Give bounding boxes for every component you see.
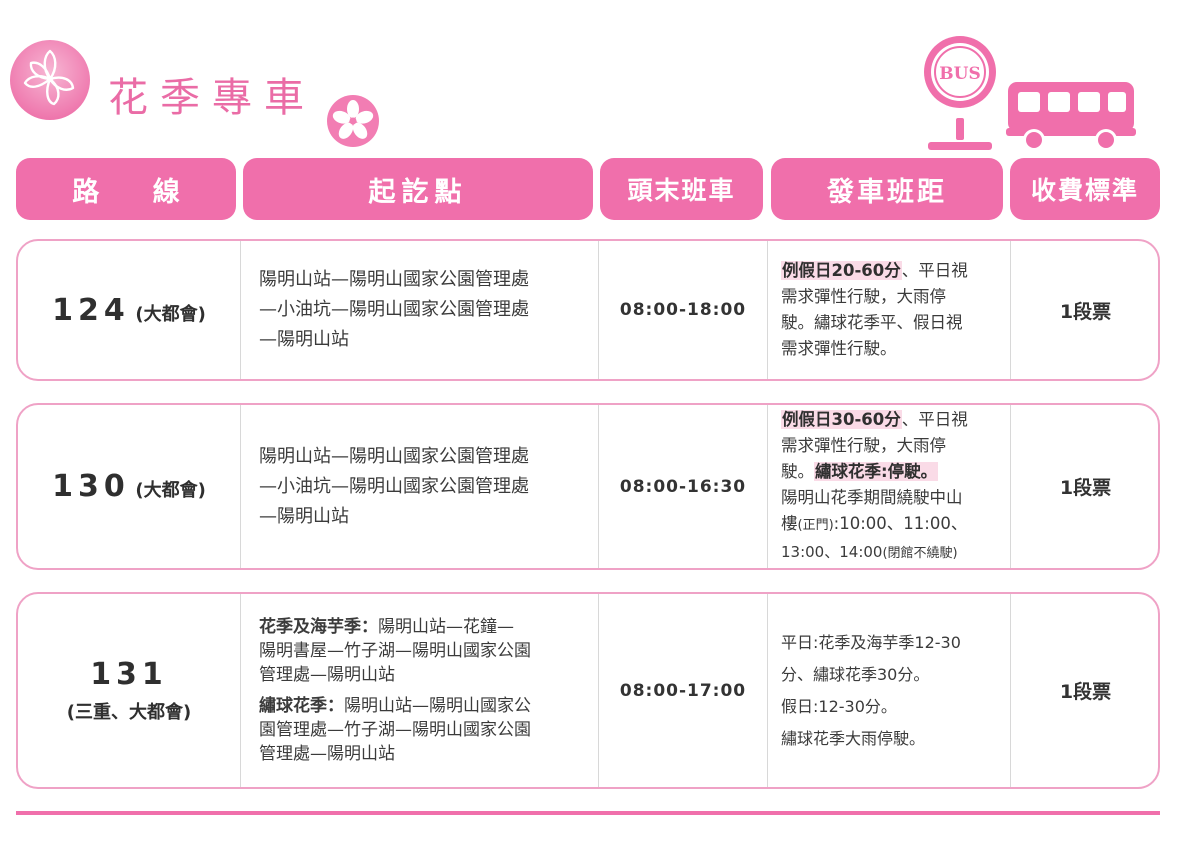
interval-text: 需求彈性行駛。 [781, 339, 897, 358]
column-header-time: 頭末班車 [600, 158, 763, 220]
route-number: 131 [90, 657, 168, 692]
time-cell: 08:00-18:00 [598, 241, 767, 379]
bus-sign-text: BUS [939, 64, 980, 84]
flower-logo-icon [10, 40, 90, 120]
interval-text: 、平日視 [901, 261, 968, 280]
page-title: 花季專車 [108, 75, 316, 121]
stops-line: 管理處—陽明山站 [259, 744, 395, 764]
interval-text: 、平日視 [901, 409, 968, 429]
table-row: 124 (大都會) 陽明山站—陽明山國家公園管理處 —小油坑—陽明山國家公園管理… [16, 239, 1160, 381]
route-cell: 131 (三重、大都會) [18, 594, 240, 787]
interval-text: 繡球花季大雨停駛。 [781, 728, 926, 748]
service-hours: 08:00-17:00 [619, 680, 747, 701]
interval-text: 樓 [781, 513, 798, 533]
service-hours: 08:00-16:30 [619, 476, 747, 497]
fare-cell: 1段票 [1010, 241, 1160, 379]
route-number: 124 [52, 292, 130, 328]
interval-text: 需求彈性行駛，大雨停 [781, 287, 946, 306]
interval-highlight: 例假日20-60分 [781, 261, 902, 280]
column-header-stops: 起訖點 [243, 158, 593, 220]
stops-cell: 陽明山站—陽明山國家公園管理處 —小油坑—陽明山國家公園管理處 —陽明山站 [240, 405, 598, 568]
stops-line: 管理處—陽明山站 [259, 665, 395, 685]
bottom-divider [16, 811, 1160, 815]
stops-line: —小油坑—陽明山國家公園管理處 [259, 299, 529, 320]
interval-note: (閉館不繞駛) [882, 545, 958, 561]
interval-text: 駛。繡球花季平、假日視 [781, 313, 963, 332]
route-operator: (大都會) [135, 303, 206, 325]
stops-line: 陽明山站—陽明山國家公園管理處 [259, 269, 529, 290]
interval-text: 陽明山花季期間繞駛中山 [781, 487, 963, 507]
interval-note: (正門) [797, 517, 834, 533]
interval-cell: 例假日20-60分、平日視 需求彈性行駛，大雨停 駛。繡球花季平、假日視 需求彈… [767, 241, 1010, 379]
table-row: 130 (大都會) 陽明山站—陽明山國家公園管理處 —小油坑—陽明山國家公園管理… [16, 403, 1160, 570]
stops-line: 園管理處—竹子湖—陽明山國家公園 [259, 720, 531, 740]
route-operator: (大都會) [135, 480, 206, 501]
interval-text: 假日:12-30分。 [781, 696, 897, 716]
time-cell: 08:00-16:30 [598, 405, 767, 568]
interval-text: 分、繡球花季30分。 [781, 664, 930, 684]
stops-line: 陽明書屋—竹子湖—陽明山國家公園 [259, 641, 531, 661]
stops-line: 陽明山站—陽明山國家公園管理處 [259, 445, 529, 467]
stops-line: —陽明山站 [259, 505, 349, 527]
stops-season-label: 花季及海芋季： [259, 617, 378, 637]
stops-cell: 陽明山站—陽明山國家公園管理處 —小油坑—陽明山國家公園管理處 —陽明山站 [240, 241, 598, 379]
fare-cell: 1段票 [1010, 594, 1160, 787]
bus-icon [1006, 82, 1136, 151]
service-hours: 08:00-18:00 [619, 300, 747, 320]
fare-value: 1段票 [1059, 681, 1112, 703]
interval-text: 平日:花季及海芋季12-30 [781, 632, 961, 652]
stops-line: —小油坑—陽明山國家公園管理處 [259, 475, 529, 497]
route-cell: 124 (大都會) [18, 241, 240, 379]
stops-line: 陽明山站—陽明山國家公 [344, 696, 531, 716]
column-header-route: 路 線 [16, 158, 236, 220]
route-operator: (三重、大都會) [66, 702, 192, 723]
fare-value: 1段票 [1059, 300, 1112, 323]
interval-cell: 例假日30-60分、平日視 需求彈性行駛，大雨停 駛。繡球花季:停駛。 陽明山花… [767, 405, 1010, 568]
table-row: 131 (三重、大都會) 花季及海芋季：陽明山站—花鐘— 陽明書屋—竹子湖—陽明… [16, 592, 1160, 789]
stops-line: 陽明山站—花鐘— [378, 617, 514, 637]
column-header-interval: 發車班距 [771, 158, 1003, 220]
fare-value: 1段票 [1059, 477, 1112, 499]
route-number: 130 [52, 469, 130, 504]
interval-highlight: 例假日30-60分 [781, 409, 902, 429]
interval-text: :10:00、11:00、 [833, 513, 968, 533]
interval-text: 需求彈性行駛，大雨停 [781, 435, 946, 455]
interval-cell: 平日:花季及海芋季12-30 分、繡球花季30分。 假日:12-30分。 繡球花… [767, 594, 1010, 787]
route-cell: 130 (大都會) [18, 405, 240, 568]
sakura-icon [327, 95, 379, 147]
interval-text: 13:00、14:00 [781, 542, 883, 561]
column-header-fare: 收費標準 [1010, 158, 1160, 220]
interval-text: 駛。 [781, 461, 814, 481]
time-cell: 08:00-17:00 [598, 594, 767, 787]
stops-cell: 花季及海芋季：陽明山站—花鐘— 陽明書屋—竹子湖—陽明山國家公園 管理處—陽明山… [240, 594, 598, 787]
fare-cell: 1段票 [1010, 405, 1160, 568]
stops-line: —陽明山站 [259, 329, 349, 350]
stops-season-label: 繡球花季： [259, 696, 344, 716]
bus-stop-sign-icon: BUS [924, 36, 996, 150]
interval-highlight: 繡球花季:停駛。 [814, 461, 939, 481]
